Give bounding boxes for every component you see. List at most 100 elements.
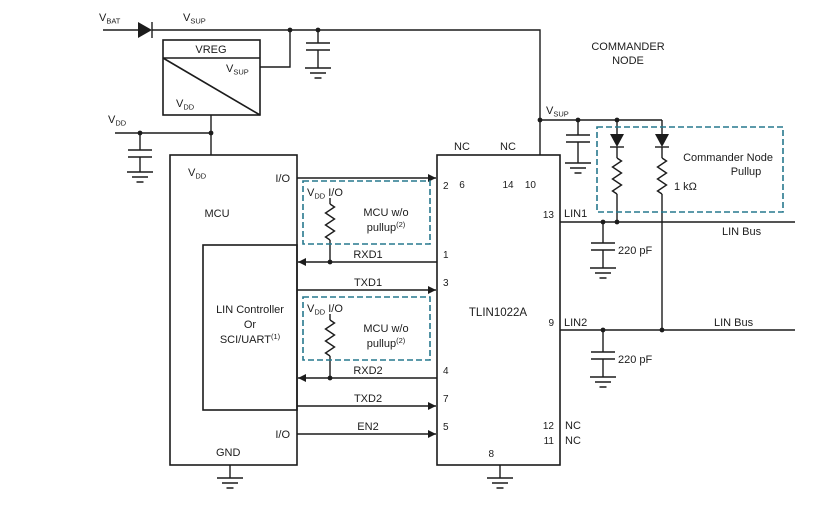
commander-node-line2: NODE (612, 55, 644, 67)
mcu-io-en2-label: I/O (275, 429, 290, 441)
junction-dot (600, 327, 606, 333)
nc-top-1: NC (454, 141, 470, 153)
pin-4: 4 (443, 366, 449, 377)
arrow-txd2 (428, 402, 436, 410)
pin-1: 1 (443, 250, 449, 261)
capacitor-lin1 (590, 242, 616, 251)
controller-line1: LIN Controller (216, 304, 284, 316)
pullup-a-note-line1: MCU w/o (363, 207, 408, 219)
arrow-txd1 (428, 286, 436, 294)
junction-dot (614, 219, 620, 225)
resistor-pullup-b (324, 319, 336, 357)
txd1-label: TXD1 (354, 277, 382, 289)
lin1-bus-label: LIN Bus (722, 226, 762, 238)
junction-dot (614, 117, 620, 123)
arrow-rxd2 (298, 374, 306, 382)
junction-dot (659, 327, 665, 333)
controller-line3: SCI/UART(1) (220, 332, 281, 346)
resistor-commander-lin2 (656, 157, 668, 195)
pullup-resistor-value: 1 kΩ (674, 181, 697, 193)
arrow-en2 (428, 430, 436, 438)
pin-9: 9 (548, 318, 554, 329)
junction-dot (537, 117, 543, 123)
transceiver-title: TLIN1022A (469, 307, 528, 319)
pin-12: 12 (543, 421, 555, 432)
commander-node-line1: COMMANDER (591, 41, 664, 53)
controller-line2: Or (244, 319, 257, 331)
pin-5: 5 (443, 422, 449, 433)
mcu-vdd-label: VDD (188, 167, 207, 181)
pin-13: 13 (543, 210, 555, 221)
vsup-ic-label: VSUP (546, 105, 569, 119)
arrow-into-pin2 (428, 174, 436, 182)
lin2-label: LIN2 (564, 317, 587, 329)
ground-lin1-cap (589, 267, 617, 279)
junction-dot (327, 375, 333, 381)
vreg-vdd-label: VDD (176, 98, 195, 112)
capacitor-vsup-ic (565, 134, 591, 143)
lin2-cap-value: 220 pF (618, 354, 653, 366)
wire-vsup-rail (103, 29, 541, 155)
junction-dot (600, 219, 606, 225)
pin-2: 2 (443, 181, 449, 192)
pin-8: 8 (488, 449, 494, 460)
junction-dot (575, 117, 581, 123)
diode-commander-lin1 (609, 133, 625, 148)
vdd-rail-label: VDD (108, 114, 127, 128)
pullup-a-vddio-label: VDD I/O (307, 187, 343, 201)
ground-vdd (126, 171, 154, 183)
lin1-cap-value: 220 pF (618, 245, 653, 257)
nc-top-2: NC (500, 141, 516, 153)
reverse-battery-diode (138, 22, 153, 38)
commander-pullup-line2: Pullup (731, 166, 762, 178)
lin2-bus-label: LIN Bus (714, 317, 754, 329)
capacitor-vdd (127, 149, 153, 158)
resistor-commander-lin1 (611, 157, 623, 195)
lin-controller-block (202, 244, 298, 411)
mcu-pullup-box-1 (302, 180, 431, 245)
mcu-io-top-label: I/O (275, 173, 290, 185)
vreg-title: VREG (195, 44, 226, 56)
junction-dot (327, 259, 333, 265)
vbat-label: VBAT (99, 12, 121, 26)
ground-lin2-cap (589, 376, 617, 388)
txd2-label: TXD2 (354, 393, 382, 405)
nc-right-2: NC (565, 435, 581, 447)
pin-10: 10 (525, 180, 537, 191)
capacitor-vsup-top (305, 42, 331, 51)
arrow-rxd1 (298, 258, 306, 266)
lin1-label: LIN1 (564, 208, 587, 220)
commander-pullup-line1: Commander Node (683, 152, 773, 164)
pullup-a-note-line2: pullup(2) (367, 220, 406, 234)
vsup-top-label: VSUP (183, 12, 206, 26)
commander-pullup-box (596, 126, 784, 213)
pullup-b-note-line2: pullup(2) (367, 336, 406, 350)
diode-commander-lin2 (654, 133, 670, 148)
junction-dot (315, 27, 321, 33)
nc-right-1: NC (565, 420, 581, 432)
pullup-b-note-line1: MCU w/o (363, 323, 408, 335)
junction-dot (287, 27, 293, 33)
rxd2-label: RXD2 (353, 365, 382, 377)
junction-dot (137, 130, 143, 136)
pin-11: 11 (544, 436, 555, 447)
pin-6: 6 (459, 180, 465, 191)
wire-vreg-input (260, 30, 291, 68)
pullup-b-vddio-label: VDD I/O (307, 303, 343, 317)
transceiver-block (436, 154, 561, 466)
pin-7: 7 (443, 394, 449, 405)
pin-3: 3 (443, 278, 449, 289)
vreg-vsup-label: VSUP (226, 63, 249, 77)
resistor-pullup-a (324, 203, 336, 241)
vreg-block (162, 39, 261, 116)
rxd1-label: RXD1 (353, 249, 382, 261)
ground-ic (486, 477, 514, 489)
mcu-title: MCU (204, 208, 229, 220)
ground-mcu (216, 477, 244, 489)
ground-vsup-ic (564, 162, 592, 174)
pin-14: 14 (502, 180, 514, 191)
mcu-pullup-box-2 (302, 296, 431, 361)
en2-label: EN2 (357, 421, 378, 433)
